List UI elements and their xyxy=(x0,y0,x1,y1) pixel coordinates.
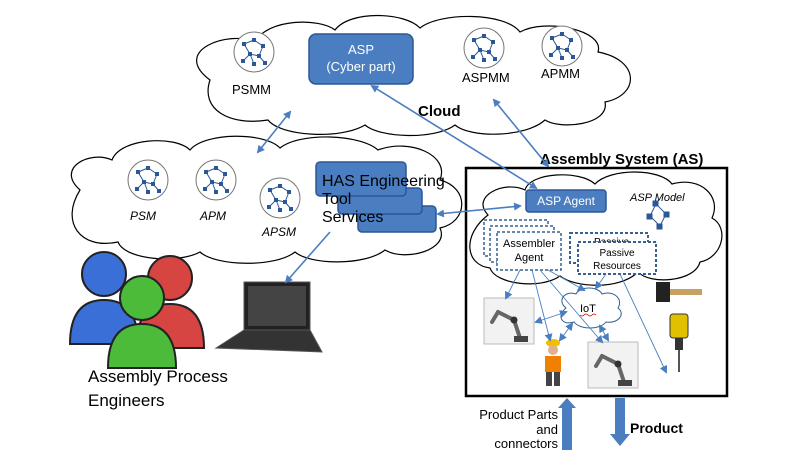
assembler-agent-line1: Assembler xyxy=(503,238,555,250)
apmm-label: APMM xyxy=(541,66,580,81)
iot-underline xyxy=(579,313,597,317)
link-agent-robot1 xyxy=(505,269,521,300)
robot-arm-icon xyxy=(586,340,640,390)
apm-label: APM xyxy=(199,209,226,223)
network-icon xyxy=(541,25,583,67)
aspmm-label: ASPMM xyxy=(462,70,510,85)
assembler-agent-box[interactable] xyxy=(496,231,562,271)
apsm-label: APSM xyxy=(261,225,296,239)
iot-cloud xyxy=(560,287,622,329)
asp-model-label: ASP Model xyxy=(629,192,685,204)
drill-icon xyxy=(669,313,689,372)
psmm-label: PSMM xyxy=(232,82,271,97)
arrow-product-out xyxy=(610,398,630,446)
arrow-aspmm-to-as xyxy=(492,98,550,168)
link-passive-iot xyxy=(594,273,607,290)
product-parts-line2: and xyxy=(536,422,558,437)
product-parts-line3: connectors xyxy=(494,436,558,450)
cloud-label: Cloud xyxy=(418,103,461,120)
arrow-has-to-as xyxy=(436,202,522,218)
psm-label: PSM xyxy=(130,209,156,223)
hammer-icon xyxy=(656,282,702,302)
has-tool-line1: HAS Engineering xyxy=(322,173,445,190)
arrow-product-parts-in xyxy=(558,398,576,450)
assembly-system-title: Assembly System (AS) xyxy=(540,151,703,168)
passive-resources-line2: Resources xyxy=(593,261,641,272)
passive-resources-line1: Passive xyxy=(599,248,634,259)
robot-arm-icon xyxy=(482,296,536,346)
product-label: Product xyxy=(630,420,683,436)
link-passive-drill xyxy=(619,273,668,374)
worker-icon xyxy=(545,339,561,386)
has-tool-line3: Services xyxy=(322,209,383,226)
assembler-agent-line2: Agent xyxy=(515,252,544,264)
asp-agent-box[interactable] xyxy=(525,189,607,213)
network-icon xyxy=(646,200,670,230)
asp-cyber-line1: ASP xyxy=(348,42,374,57)
asp-cyber-box[interactable] xyxy=(308,33,414,85)
laptop-icon xyxy=(214,281,323,353)
arrow-asp-to-asp-agent xyxy=(370,84,538,190)
iot-label: IoT xyxy=(580,303,596,315)
engineers-line2: Engineers xyxy=(88,391,165,410)
link-iot-robot1 xyxy=(534,310,568,324)
arrow-has-to-laptop xyxy=(284,231,331,284)
link-iot-worker xyxy=(558,322,574,342)
link-agent-worker xyxy=(531,269,553,342)
assembly-system-frame xyxy=(464,166,729,398)
network-icon xyxy=(463,27,505,69)
link-agent-robot2 xyxy=(539,269,604,344)
product-parts-line1: Product Parts xyxy=(479,407,558,422)
engineers-line1: Assembly Process xyxy=(88,367,228,386)
network-icon xyxy=(259,177,301,219)
has-tool-line2: Tool xyxy=(322,191,351,208)
network-icon xyxy=(233,31,275,73)
link-iot-robot2 xyxy=(599,324,609,342)
network-icon xyxy=(127,159,169,201)
asp-agent-label: ASP Agent xyxy=(537,194,595,208)
network-icon xyxy=(195,159,237,201)
asp-cyber-line2: (Cyber part) xyxy=(326,59,395,74)
arrow-psmm-to-left-cloud xyxy=(256,110,292,154)
link-agent-iot xyxy=(547,269,586,291)
passive-resources-box[interactable] xyxy=(577,241,657,275)
